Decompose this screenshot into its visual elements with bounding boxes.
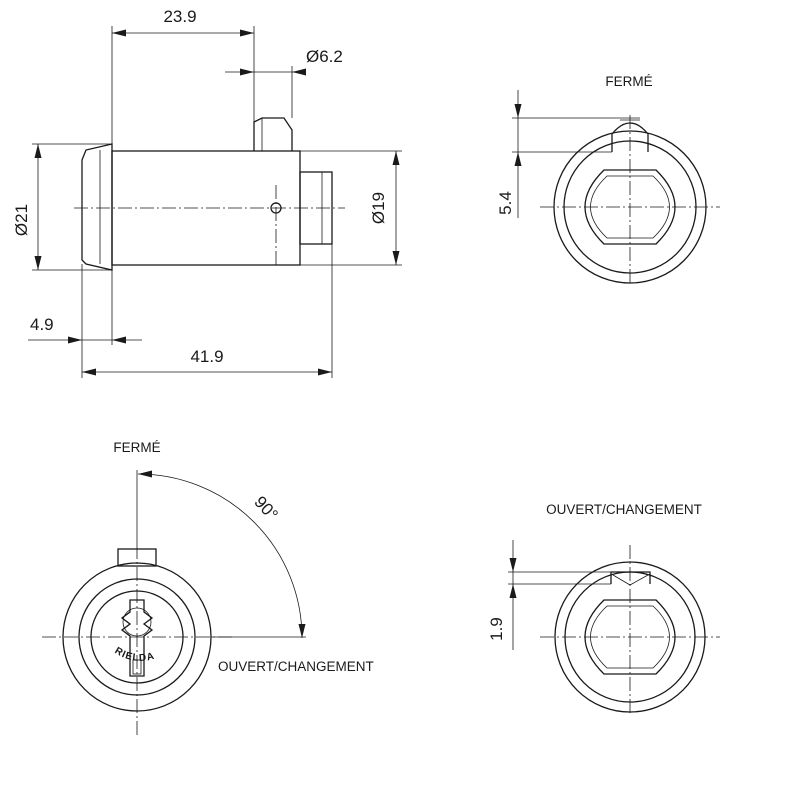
dim-21: Ø21 <box>12 204 31 236</box>
angle-90: 90° <box>250 492 281 524</box>
keyway-open <box>584 599 676 675</box>
dim-19: Ø19 <box>369 192 388 224</box>
dim-41-9: 41.9 <box>190 347 223 366</box>
dim-23-9: 23.9 <box>163 7 196 26</box>
label-ouvert-front: OUVERT/CHANGEMENT <box>218 659 374 674</box>
keyway-closed <box>584 169 676 245</box>
cam-outline <box>253 117 293 151</box>
view-closed: FERMÉ 5.4 <box>496 74 720 285</box>
view-open: OUVERT/CHANGEMENT 1.9 <box>487 502 720 715</box>
label-ferme-front: FERMÉ <box>113 440 160 455</box>
dim-5-4: 5.4 <box>496 191 515 215</box>
brand-path: RIELDA <box>113 645 156 664</box>
label-ouvert-right: OUVERT/CHANGEMENT <box>546 502 702 517</box>
dim-1-9: 1.9 <box>487 617 506 641</box>
flange-outline <box>81 143 113 271</box>
brand-text: RIELDA <box>113 645 157 664</box>
rotation-arc <box>137 473 303 639</box>
side-view: 23.9 Ø6.2 Ø21 Ø19 4.9 41.9 <box>12 7 402 378</box>
dim-4-9: 4.9 <box>30 315 54 334</box>
dim-6-2: Ø6.2 <box>306 47 343 66</box>
label-ferme-top: FERMÉ <box>605 74 652 89</box>
front-view: FERMÉ 90° RIELDA OUVERT/CHANGEMENT <box>42 440 374 735</box>
